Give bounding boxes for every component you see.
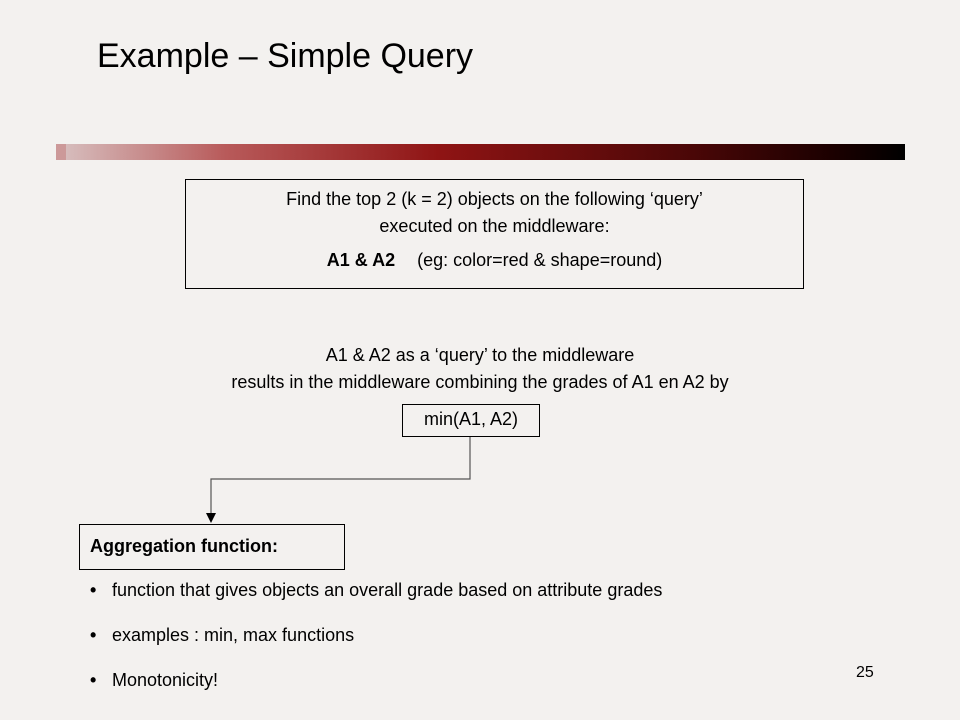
query-box: Find the top 2 (k = 2) objects on the fo… — [185, 179, 804, 289]
bullet-icon: • — [90, 580, 97, 600]
query-line-3: A1 & A2 (eg: color=red & shape=round) — [186, 247, 803, 274]
list-item: • examples : min, max functions — [90, 623, 662, 647]
bullet-text: function that gives objects an overall g… — [112, 580, 663, 600]
bullet-text: Monotonicity! — [112, 670, 219, 690]
slide-title: Example – Simple Query — [97, 37, 474, 75]
aggregation-heading-box: Aggregation function: — [79, 524, 345, 570]
connector-line — [210, 437, 471, 514]
middleware-explanation: A1 & A2 as a ‘query’ to the middleware r… — [100, 342, 860, 396]
bullet-text: examples : min, max functions — [112, 625, 355, 645]
title-bar-cap — [56, 144, 66, 160]
middleware-line-2: results in the middleware combining the … — [231, 372, 729, 392]
list-item: • Monotonicity! — [90, 668, 662, 692]
min-expression-box: min(A1, A2) — [402, 404, 540, 437]
query-example: (eg: color=red & shape=round) — [417, 250, 663, 270]
query-expression: A1 & A2 — [326, 250, 396, 270]
query-line-2: executed on the middleware: — [379, 216, 610, 236]
list-item: • function that gives objects an overall … — [90, 578, 662, 602]
query-line-1: Find the top 2 (k = 2) objects on the fo… — [286, 189, 703, 209]
bullet-icon: • — [90, 625, 97, 645]
bullet-icon: • — [90, 670, 97, 690]
page-number: 25 — [856, 664, 874, 681]
title-divider-bar — [56, 144, 905, 160]
connector-arrowhead — [206, 513, 216, 523]
middleware-line-1: A1 & A2 as a ‘query’ to the middleware — [325, 345, 635, 365]
aggregation-bullet-list: • function that gives objects an overall … — [90, 578, 662, 713]
